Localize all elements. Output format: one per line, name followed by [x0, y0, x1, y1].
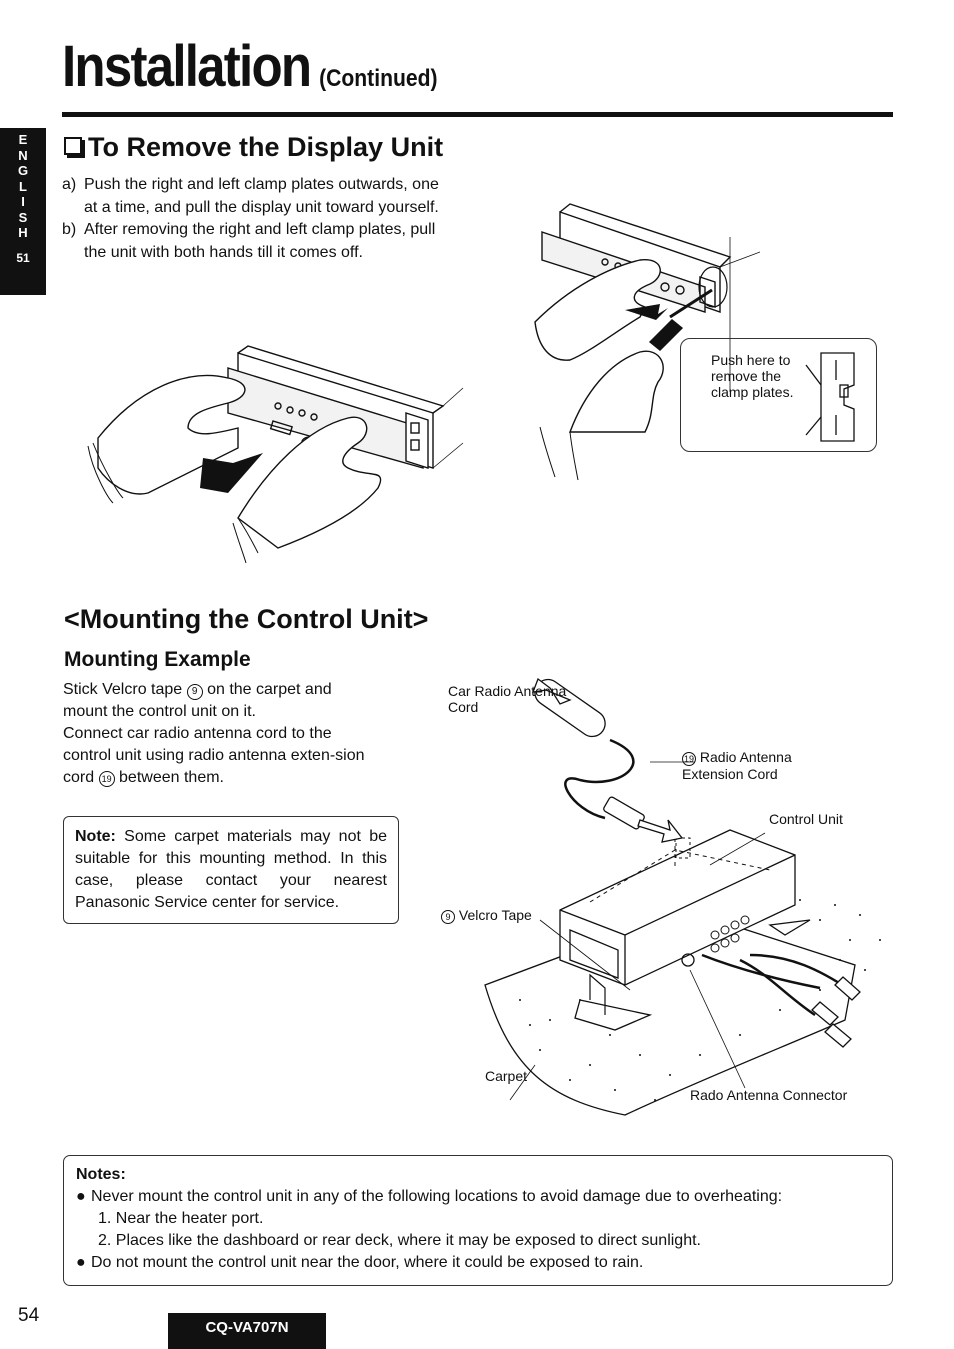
ref-number-19: 19 [682, 752, 696, 766]
label-rado-antenna-connector: Rado Antenna Connector [690, 1087, 848, 1103]
pull-unit-illustration [87, 345, 464, 564]
step-text: After removing the right and left clamp … [84, 221, 436, 261]
note-text: Do not mount the control unit near the d… [91, 1254, 644, 1271]
label-velcro-tape: 9 Velcro Tape [441, 907, 532, 924]
clamp-release-illustration [534, 203, 760, 481]
title-continued: (Continued) [319, 65, 438, 92]
label-text: Velcro Tape [458, 907, 532, 923]
clamp-callout-box: Push here to remove the clamp plates. [680, 338, 877, 452]
section-heading-remove: To Remove the Display Unit [64, 132, 443, 163]
list-item: ● Never mount the control unit in any of … [76, 1186, 880, 1208]
notes-heading: Notes: [76, 1166, 126, 1183]
bullet-icon: ● [76, 1188, 86, 1205]
label-text: Radio Antenna Extension Cord [682, 749, 792, 782]
ref-number-19: 19 [98, 771, 115, 787]
step-marker: a) [62, 176, 77, 193]
title-text: Installation [62, 34, 312, 99]
label-control-unit: Control Unit [769, 811, 843, 827]
subheading-mounting-example: Mounting Example [64, 648, 251, 671]
mounting-instructions: Stick Velcro tape 9 on the carpet and mo… [63, 679, 368, 789]
label-car-radio-antenna-cord: Car Radio Antenna Cord [448, 683, 567, 715]
para-text: on the carpet and mount the control unit… [63, 681, 332, 720]
page-title: Installation(Continued) [62, 38, 438, 96]
para-text: Connect car radio antenna cord to the co… [63, 725, 365, 786]
note-box: Note: Some carpet materials may not be s… [63, 816, 399, 924]
language-tab: E N G L I S H 51 [0, 128, 46, 295]
tab-letter: N [18, 147, 28, 163]
para-text: between them. [119, 769, 224, 786]
page-number: 54 [18, 1305, 40, 1326]
tab-letter: I [21, 194, 25, 209]
tab-letter: H [18, 225, 28, 240]
step-text: Push the right and left clamp plates out… [84, 176, 439, 216]
tab-letter: E [18, 132, 28, 147]
callout-text: Push here to remove the clamp plates. [711, 352, 794, 400]
list-item: b) After removing the right and left clam… [62, 219, 442, 264]
clamp-plate-icon [805, 352, 855, 442]
para-text: Stick Velcro tape [63, 681, 183, 698]
note-label: Note: [75, 828, 116, 845]
list-item: 2. Places like the dashboard or rear dec… [98, 1232, 701, 1249]
label-carpet: Carpet [485, 1068, 528, 1084]
ref-number-9: 9 [441, 910, 455, 924]
tab-number: 51 [16, 250, 30, 265]
model-badge: CQ-VA707N [168, 1313, 326, 1349]
remove-steps: a) Push the right and left clamp plates o… [62, 174, 442, 264]
checkbox-icon [64, 137, 82, 155]
title-rule [62, 112, 893, 117]
bullet-icon: ● [76, 1254, 86, 1271]
tab-letter: S [18, 209, 28, 225]
notes-box: Notes: ● Never mount the control unit in … [63, 1155, 893, 1286]
step-marker: b) [62, 221, 77, 238]
ref-number-9: 9 [186, 684, 203, 700]
tab-letter: G [17, 163, 29, 178]
label-radio-antenna-extension-cord: 19 Radio Antenna Extension Cord [682, 749, 812, 782]
list-item: 1. Near the heater port. [98, 1210, 264, 1227]
tab-letter: L [19, 178, 27, 194]
section-heading-text: To Remove the Display Unit [88, 132, 444, 162]
list-item: a) Push the right and left clamp plates o… [62, 174, 442, 219]
section-heading-mounting: <Mounting the Control Unit> [64, 604, 429, 634]
list-item: ● Do not mount the control unit near the … [76, 1252, 880, 1274]
note-text: Never mount the control unit in any of t… [91, 1188, 783, 1205]
note-text: Some carpet materials may not be suitabl… [75, 828, 387, 911]
mounting-diagram [484, 677, 881, 1116]
